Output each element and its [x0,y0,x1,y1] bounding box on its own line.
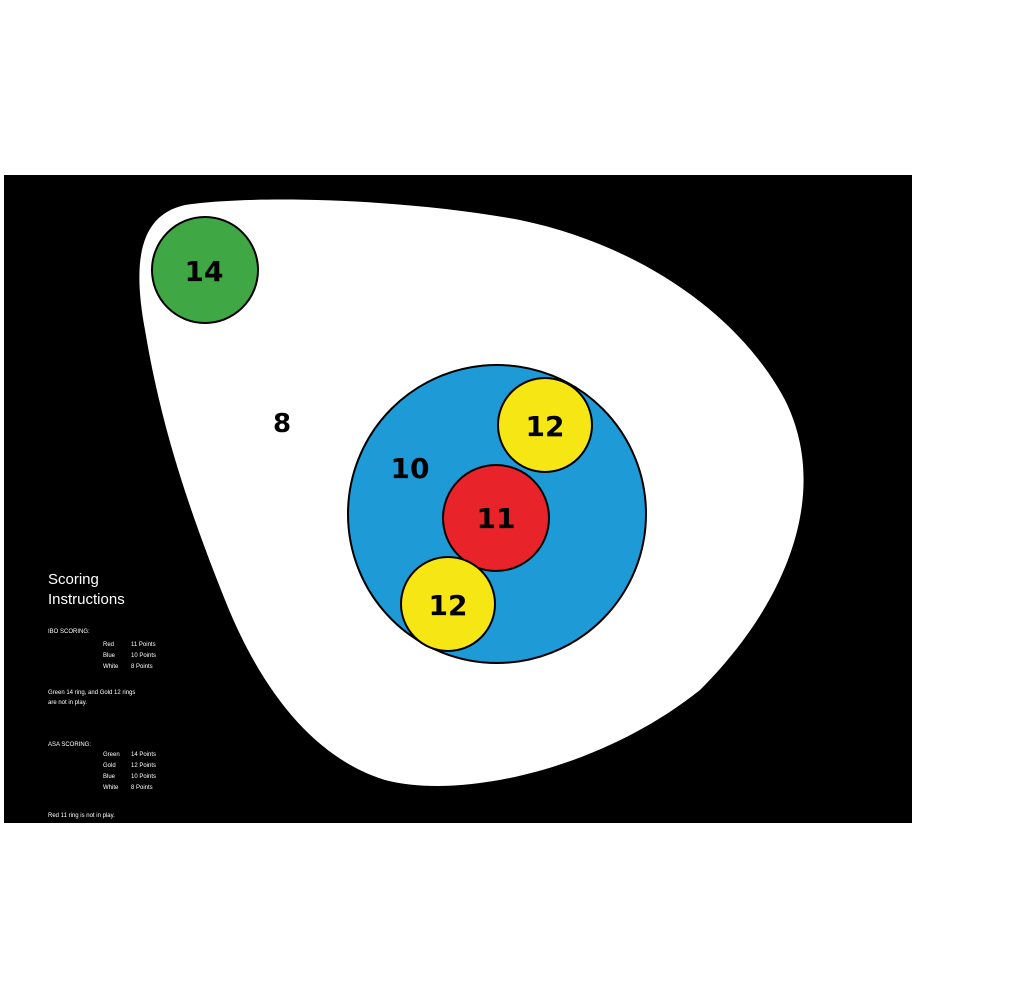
asa-row-points: 8 Points [131,785,153,791]
asa-row-points: 14 Points [131,752,156,758]
ibo-row-color: White [103,664,119,670]
zone-gold-12-lower [400,556,496,652]
zone-gold-upper-label: 12 [526,410,565,443]
zone-green-label: 14 [185,255,224,288]
asa-note: Red 11 ring is not in play. [48,813,115,819]
ibo-note-line2: are not in play. [48,700,87,706]
ibo-heading: IBO SCORING: [48,629,90,635]
instructions-title-line2: Instructions [48,591,125,608]
zone-red-label: 11 [477,502,516,535]
ibo-row-points: 11 Points [131,642,156,648]
zone-gold-lower-label: 12 [429,589,468,622]
zone-red-11 [442,464,550,572]
asa-row-points: 12 Points [131,763,156,769]
zone-blue-label: 10 [391,452,430,485]
asa-row-color: Gold [103,763,116,769]
instructions-title-line1: Scoring [48,571,99,588]
ibo-row-points: 10 Points [131,653,156,659]
ibo-note-line1: Green 14 ring, and Gold 12 rings [48,690,135,696]
zone-white-label: 8 [273,409,291,439]
asa-row-color: Blue [103,774,116,780]
ibo-row-points: 8 Points [131,664,153,670]
zone-gold-12-upper [497,377,593,473]
asa-row-color: White [103,785,119,791]
scoring-instructions: Scoring Instructions IBO SCORING: Red 11… [48,571,156,819]
asa-row-points: 10 Points [131,774,156,780]
asa-heading: ASA SCORING: [48,742,91,748]
ibo-row-color: Blue [103,653,116,659]
ibo-row-color: Red [103,642,114,648]
asa-row-color: Green [103,752,120,758]
zone-green-14 [151,216,259,324]
